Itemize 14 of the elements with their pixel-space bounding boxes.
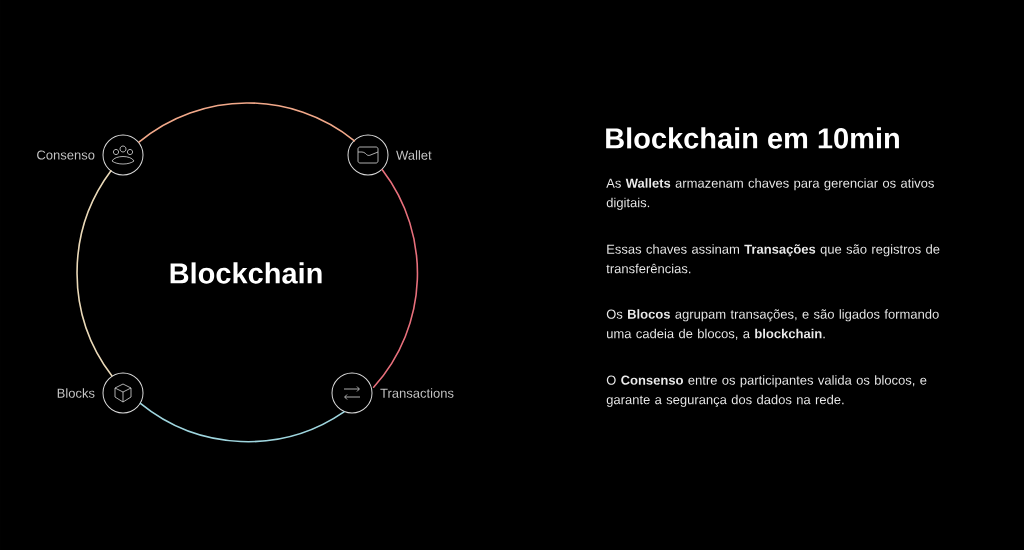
node-label: Wallet: [396, 150, 432, 160]
heading: Blockchain em 10min: [606, 127, 899, 149]
node-label: Transactions: [380, 388, 454, 398]
node-label: Blocks: [57, 388, 95, 398]
ring-arc: [138, 102, 356, 143]
ring-arc: [76, 170, 113, 377]
paragraph: O Consenso entre os participantes valida os blocos, e garante a segurança dos dados na rede.: [606, 375, 927, 407]
ring-arc: [139, 402, 345, 443]
paragraph: As Wallets armazenam chaves para gerenciar os ativos digitais.: [606, 178, 934, 210]
paragraph: Essas chaves assinam Transações que são registros de transferências.: [606, 244, 940, 274]
ring-arc: [372, 168, 419, 389]
paragraph: Os Blocos agrupam transações, e são ligados formando uma cadeia de blocos, a blockchain.: [606, 309, 939, 340]
node-label: Consenso: [37, 150, 95, 160]
center-title: Blockchain: [170, 262, 322, 284]
